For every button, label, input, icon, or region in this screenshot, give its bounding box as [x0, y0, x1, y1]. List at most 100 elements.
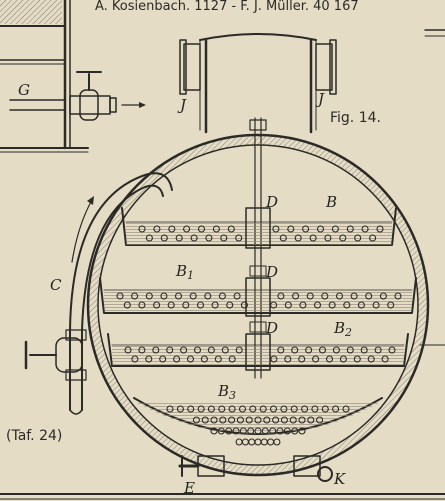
tray-b2	[107, 333, 409, 367]
tray-hole	[361, 225, 369, 233]
tray-hole	[138, 301, 146, 309]
tray-hole	[212, 225, 220, 233]
tray-hole	[232, 427, 240, 435]
tray-hole	[187, 405, 195, 413]
tray-hole	[342, 405, 350, 413]
tray-hole	[159, 355, 167, 363]
tray-hole	[214, 355, 222, 363]
tray-hole	[346, 225, 354, 233]
tray-hole	[261, 427, 269, 435]
tray-hole	[218, 292, 226, 300]
tray-hole	[339, 355, 347, 363]
tray-holes	[116, 225, 402, 446]
tray-hole	[228, 416, 236, 424]
tray-hole	[354, 234, 362, 242]
tray-hole	[277, 346, 285, 354]
tray-hole	[305, 346, 313, 354]
drain-fitting-k	[293, 455, 333, 482]
tray-hole	[321, 292, 329, 300]
tray-hole	[298, 355, 306, 363]
tray-hole	[367, 355, 375, 363]
label-b1: B1	[175, 262, 194, 282]
tray-hole	[335, 292, 344, 300]
tray-hole	[309, 234, 317, 242]
tray-hole	[186, 355, 195, 363]
tray-hole	[339, 234, 347, 242]
tray-hole	[189, 292, 197, 300]
tray-hole	[312, 355, 320, 363]
tray-hole	[197, 405, 205, 413]
tray-hole	[210, 427, 218, 435]
tray-hole	[254, 427, 262, 435]
tray-hole	[182, 301, 190, 309]
label-j-right: J	[315, 90, 325, 108]
tray-hole	[365, 292, 373, 300]
tray-hole	[272, 225, 280, 233]
tray-hole	[245, 416, 253, 424]
label-k: K	[333, 470, 346, 488]
tray-hole	[217, 427, 225, 435]
tray-hole	[332, 346, 340, 354]
label-j-left: J	[177, 96, 187, 114]
tray-hole	[301, 405, 309, 413]
tray-hole	[254, 416, 262, 424]
tray-hole	[283, 427, 291, 435]
tray-hole	[291, 427, 299, 435]
tray-hole	[280, 405, 288, 413]
tray-hole	[235, 234, 243, 242]
tray-hole	[160, 234, 168, 242]
tray-hole	[284, 301, 292, 309]
tray-hole	[238, 405, 247, 413]
coupling-d3	[245, 321, 271, 371]
tray-hole	[313, 301, 322, 309]
tray-hole	[225, 427, 233, 435]
tray-hole	[145, 355, 153, 363]
tray-hole	[263, 416, 271, 424]
tray-hole	[294, 234, 302, 242]
label-d2: D	[265, 263, 278, 281]
tray-hole	[387, 301, 395, 309]
tray-hole	[168, 225, 176, 233]
tray-hole	[291, 346, 299, 354]
tray-hole	[388, 346, 396, 354]
tray-hole	[219, 416, 227, 424]
tray-hole	[228, 355, 236, 363]
tray-hole	[240, 301, 248, 309]
tray-hole	[279, 234, 287, 242]
tray-hole	[174, 292, 183, 300]
tray-hole	[353, 355, 361, 363]
tray-hole	[201, 416, 209, 424]
tray-hole	[316, 416, 324, 424]
tray-hole	[228, 405, 236, 413]
label-d3: D	[265, 319, 278, 337]
tray-hole	[239, 427, 247, 435]
tray-hole	[343, 301, 351, 309]
plate-reference: (Taf. 24)	[6, 428, 62, 444]
tray-hole	[166, 346, 174, 354]
label-b3: B3	[217, 382, 236, 402]
tray-hole	[116, 292, 124, 300]
tray-hole	[247, 427, 255, 435]
tray-hole	[249, 405, 257, 413]
tray-hole	[277, 292, 285, 300]
tray-hole	[325, 355, 334, 363]
tray-hole	[221, 346, 229, 354]
tray-hole	[124, 346, 132, 354]
tray-hole	[324, 234, 332, 242]
tray-hole	[280, 416, 288, 424]
tray-hole	[160, 292, 168, 300]
tray-hole	[176, 405, 184, 413]
tray-hole	[175, 234, 183, 242]
tray-hole	[131, 292, 139, 300]
tray-hole	[290, 405, 298, 413]
tray-hole	[360, 346, 368, 354]
tray-hole	[153, 301, 161, 309]
tray-hole	[200, 355, 208, 363]
tray-hole	[131, 355, 139, 363]
tray-hole	[311, 405, 319, 413]
tray-hole	[379, 292, 387, 300]
tray-hole	[193, 346, 202, 354]
tray-hole	[145, 234, 153, 242]
tray-hole	[204, 292, 212, 300]
